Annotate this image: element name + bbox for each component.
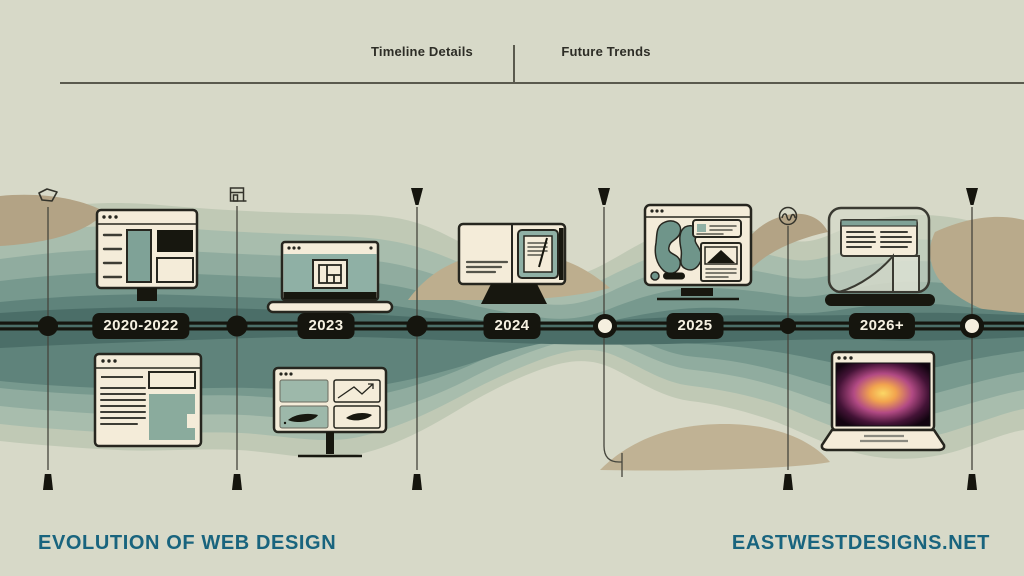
- milestone-pill-2023: 2023: [297, 313, 355, 339]
- laptop-wireframe-screen-icon: [266, 240, 394, 314]
- storefront-window-icon: [229, 187, 247, 202]
- laptop-glowing-screen-icon: [820, 350, 946, 452]
- gem-outline-icon: [38, 188, 58, 202]
- tablet-document-fold-icon: [825, 206, 935, 306]
- plumb-bob-marker: [967, 474, 977, 490]
- scribble-circle-icon: [778, 206, 798, 226]
- timeline-node-filled: [780, 318, 796, 334]
- vertical-guides: [47, 206, 973, 477]
- milestone-pill-2026plus: 2026+: [848, 313, 916, 339]
- monitor-grid-panels-icon: [272, 366, 388, 458]
- desktop-monitor-browser-icon: [95, 208, 199, 301]
- milestone-pill-2024: 2024: [483, 313, 541, 339]
- website-label: EASTWESTDESIGNS.NET: [731, 532, 990, 554]
- pin-triangle-icon: [598, 188, 610, 205]
- monitor-open-book-editor-icon: [457, 222, 567, 304]
- milestone-pill-2025: 2025: [666, 313, 724, 339]
- timeline-node-open: [593, 314, 617, 338]
- plumb-bob-marker: [412, 474, 422, 490]
- plumb-bob-marker: [783, 474, 793, 490]
- page-title: EVOLUTION OF WEB DESIGN: [38, 532, 337, 554]
- pin-triangle-icon: [966, 188, 978, 205]
- header-divider: [513, 45, 515, 83]
- tab-timeline-details[interactable]: Timeline Details: [371, 44, 473, 59]
- tab-future-trends[interactable]: Future Trends: [561, 44, 651, 59]
- timeline-node-filled: [38, 316, 58, 336]
- pin-triangle-icon: [411, 188, 423, 205]
- top-glyphs: [38, 187, 978, 226]
- timeline-node-filled: [406, 315, 428, 337]
- bottom-markers: [43, 474, 977, 490]
- timeline-node-filled: [226, 315, 248, 337]
- milestone-pill-2020-2022: 2020-2022: [92, 313, 190, 339]
- timeline-node-open: [960, 314, 984, 338]
- browser-map-cards-icon: [643, 203, 753, 301]
- plumb-bob-marker: [232, 474, 242, 490]
- header-rule: [60, 82, 1024, 84]
- plumb-bob-marker: [43, 474, 53, 490]
- timeline-nodes: [38, 314, 984, 338]
- browser-article-page-icon: [93, 352, 203, 448]
